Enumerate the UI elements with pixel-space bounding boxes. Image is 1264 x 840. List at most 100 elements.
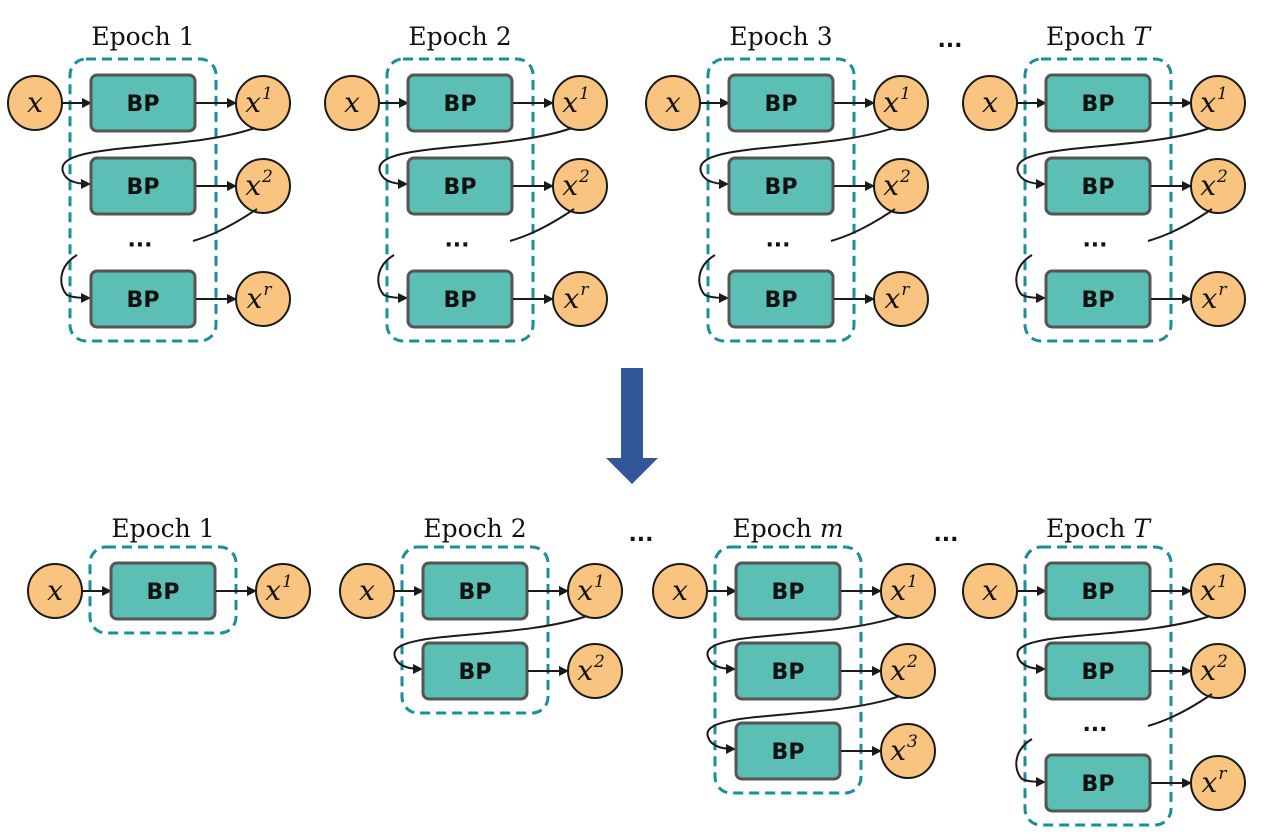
bp-block	[1044, 753, 1152, 813]
epoch-title: Epoch T	[1046, 22, 1152, 51]
epoch-container	[68, 57, 218, 343]
feedback-edge	[509, 208, 575, 242]
bp-label: BP	[1082, 660, 1115, 685]
epoch-container	[1023, 545, 1173, 827]
epoch-container	[706, 57, 856, 343]
output-node-label: x2	[562, 167, 590, 202]
output-node-label: x2	[245, 167, 273, 202]
feedback-edge	[830, 208, 896, 242]
bp-label: BP	[1082, 288, 1115, 313]
bp-block	[1044, 269, 1152, 329]
bp-block	[1044, 156, 1152, 216]
bp-block	[406, 269, 514, 329]
output-node	[235, 271, 291, 327]
bp-block	[89, 156, 197, 216]
bp-label: BP	[459, 660, 492, 685]
bp-label: BP	[127, 288, 160, 313]
bp-block	[406, 156, 514, 216]
output-node	[1190, 75, 1246, 131]
bp-block	[1044, 641, 1152, 701]
bp-label: BP	[127, 92, 160, 117]
input-node-label: x	[672, 574, 688, 607]
output-node-label: x1	[890, 572, 918, 607]
bp-label: BP	[772, 580, 805, 605]
feedback-edge	[1147, 693, 1213, 727]
bp-label: BP	[1082, 92, 1115, 117]
output-node	[235, 158, 291, 214]
output-node-label: xr	[247, 280, 273, 315]
output-node-label: xr	[564, 280, 590, 315]
output-node-label: x1	[577, 572, 605, 607]
bp-label: BP	[1082, 580, 1115, 605]
output-node-label: xr	[1202, 280, 1228, 315]
bp-block	[734, 641, 842, 701]
bp-block	[89, 73, 197, 133]
feedback-edge	[1015, 738, 1046, 787]
feedback-edge	[378, 127, 573, 189]
feedback-edge	[61, 127, 256, 189]
input-node-label: x	[982, 574, 998, 607]
output-node-label: x2	[883, 167, 911, 202]
bp-block	[109, 561, 217, 621]
output-node	[873, 158, 929, 214]
feedback-edge	[192, 208, 258, 242]
epoch-title: Epoch m	[732, 514, 843, 543]
output-node	[873, 75, 929, 131]
input-node-label: x	[665, 86, 681, 119]
epoch-title-index: 1	[199, 514, 215, 543]
output-node-label: x1	[562, 84, 590, 119]
bp-label: BP	[127, 175, 160, 200]
epoch-title: Epoch 2	[423, 514, 526, 543]
output-node-label: x1	[1200, 572, 1228, 607]
epoch-ellipsis: ...	[937, 28, 962, 53]
output-node	[880, 643, 936, 699]
output-node	[1190, 271, 1246, 327]
output-node	[567, 563, 623, 619]
epoch-title-prefix: Epoch	[91, 22, 178, 51]
output-node	[567, 643, 623, 699]
bp-block	[421, 641, 529, 701]
bp-block	[734, 561, 842, 621]
output-node-label: x1	[245, 84, 273, 119]
output-node	[880, 563, 936, 619]
epoch-title-prefix: Epoch	[1046, 22, 1133, 51]
transition-arrow	[606, 368, 658, 484]
bp-block	[89, 269, 197, 329]
epoch-title-prefix: Epoch	[1046, 514, 1133, 543]
output-node	[235, 75, 291, 131]
input-node-label: x	[359, 574, 375, 607]
epoch-title-index: 2	[496, 22, 512, 51]
feedback-edge	[1015, 254, 1046, 303]
bp-block	[734, 721, 842, 781]
bp-block	[727, 73, 835, 133]
bp-label: BP	[444, 288, 477, 313]
bp-label: BP	[459, 580, 492, 605]
output-node-label: x2	[1200, 167, 1228, 202]
epoch-container	[385, 57, 535, 343]
epoch-title: Epoch 3	[729, 22, 832, 51]
epoch-ellipsis: ...	[933, 522, 958, 547]
epoch-container	[400, 545, 550, 715]
epoch-title-index: m	[820, 514, 844, 543]
feedback-edge	[698, 254, 729, 303]
bp-label: BP	[444, 175, 477, 200]
feedback-edge	[706, 615, 901, 674]
output-node	[1190, 158, 1246, 214]
bp-label: BP	[1082, 175, 1115, 200]
output-node	[255, 563, 311, 619]
epoch-title-index: 1	[179, 22, 195, 51]
feedback-edge	[1016, 615, 1211, 674]
epoch-title: Epoch 1	[111, 514, 214, 543]
output-node-label: x2	[890, 652, 918, 687]
output-node-label: x1	[1200, 84, 1228, 119]
output-node	[1190, 755, 1246, 811]
bp-label: BP	[147, 580, 180, 605]
output-node	[552, 75, 608, 131]
